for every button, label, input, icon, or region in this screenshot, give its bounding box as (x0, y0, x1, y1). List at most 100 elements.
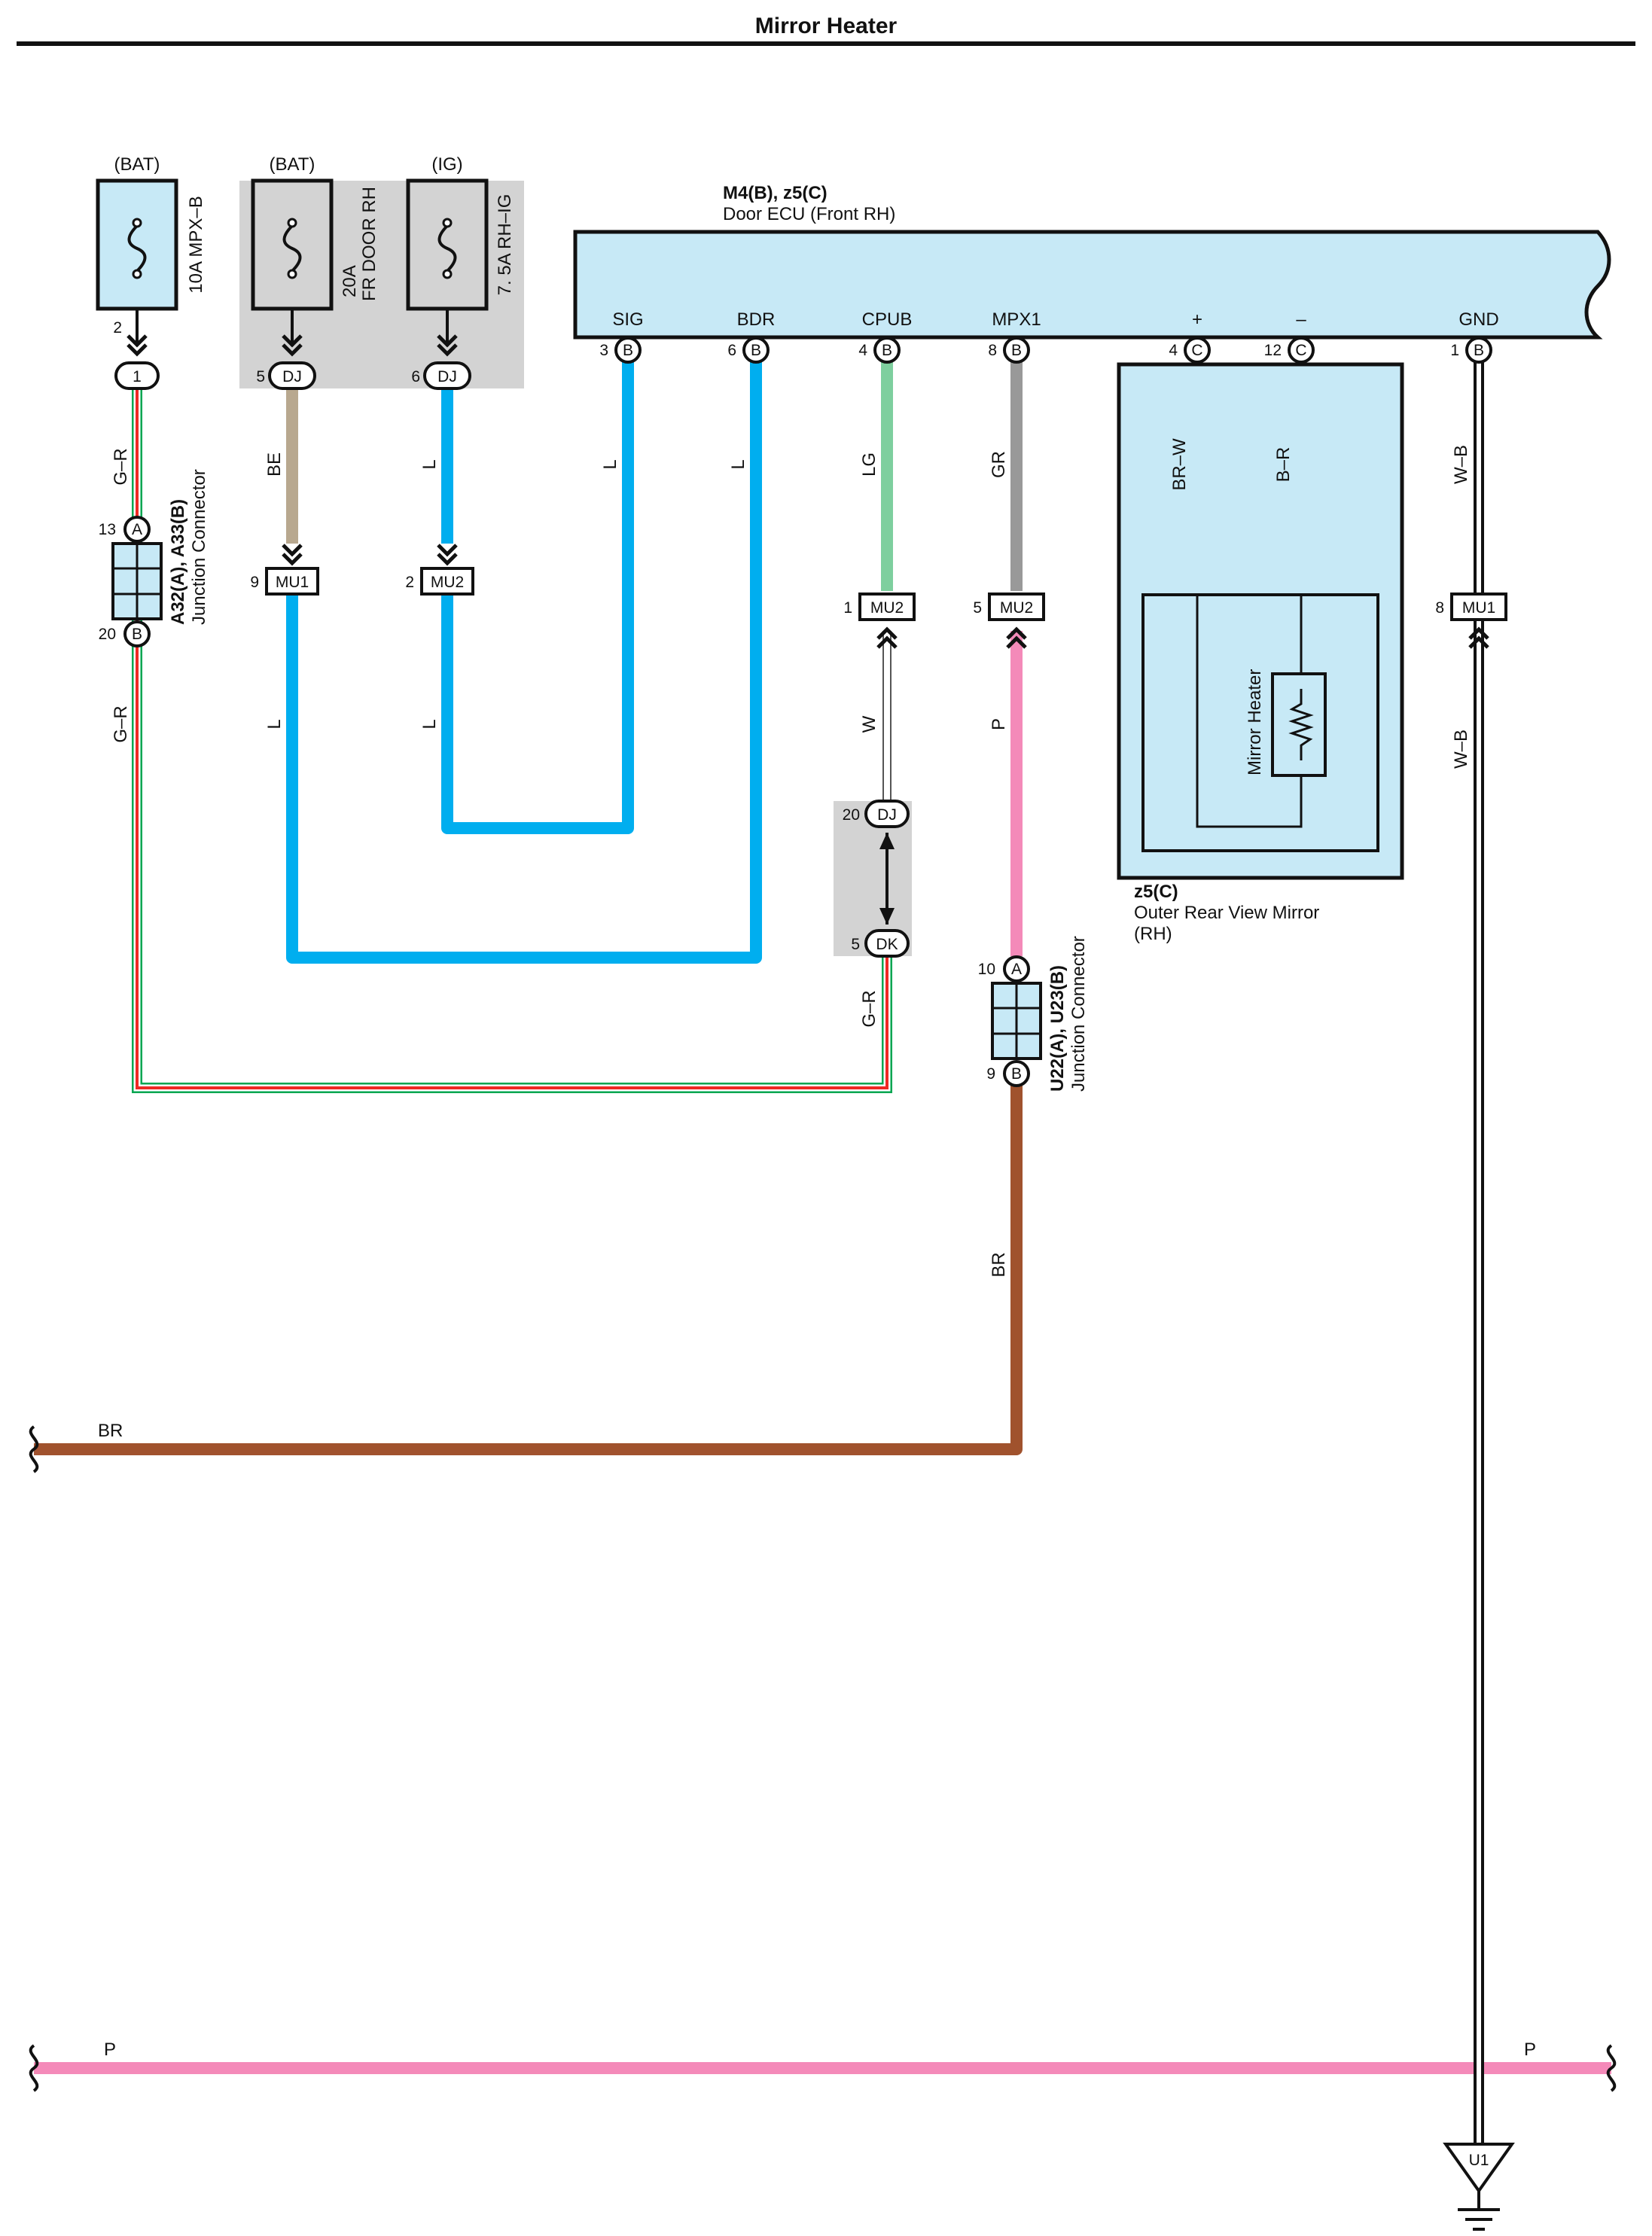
fuse-frdoor-pin: 5 (256, 368, 265, 385)
svg-text:4: 4 (858, 342, 867, 359)
wire-label-lg: LG (859, 452, 879, 477)
ecu-pin-plus: C 4 (1169, 337, 1211, 364)
svg-text:DK: DK (876, 936, 898, 953)
junction-u22: A 10 B 9 (978, 955, 1042, 1087)
svg-text:8: 8 (988, 342, 997, 359)
fuse-frdoor-box (251, 178, 334, 311)
resistor-icon (1288, 689, 1314, 760)
fuse-mpxb-source: (BAT) (114, 154, 160, 175)
mirror-assembly (1117, 362, 1404, 880)
fuse-mpxb-pin: 2 (113, 319, 122, 337)
fuse-mpxb-conn (114, 361, 160, 390)
ecu-terminal-gnd: GND (1458, 309, 1498, 330)
diagram-title: Mirror Heater (755, 14, 898, 38)
svg-text:9: 9 (250, 574, 259, 591)
svg-text:12: 12 (1264, 342, 1282, 359)
fuse-frdoor-conn (268, 361, 316, 390)
svg-text:MU1: MU1 (276, 574, 309, 591)
ecu-terminal-bdr: BDR (737, 309, 776, 330)
ecu-pin-minus: C 12 (1264, 337, 1315, 364)
junction-a32-name: Junction Connector (189, 469, 209, 625)
ecu-pin-gnd: B 1 (1450, 337, 1492, 364)
mirror-side: (RH) (1134, 924, 1172, 944)
wire-label-b-r: B–R (1273, 447, 1294, 483)
dj-dk-arrow-down (879, 908, 895, 925)
fuse-rhig-label: 7. 5A RH–IG (495, 194, 515, 296)
connector-mu2-cpub: MU2 1 (843, 593, 916, 621)
svg-text:20: 20 (843, 806, 860, 824)
fuse-rhig-source: (IG) (431, 154, 462, 175)
fuse-frdoor-source: (BAT) (270, 154, 315, 175)
svg-text:2: 2 (405, 574, 414, 591)
wire-label-l-1: L (419, 459, 440, 469)
ecu-pin-cpub: B 4 (858, 337, 901, 364)
ground-u1 (1443, 2143, 1515, 2231)
ecu-terminal-cpub: CPUB (862, 309, 913, 330)
junction-a32-code: A32(A), A33(B) (168, 499, 188, 625)
svg-text:C: C (1295, 342, 1306, 359)
break-br-left (29, 1425, 39, 1473)
svg-text:6: 6 (727, 342, 736, 359)
ecu-terminal-minus: – (1296, 309, 1306, 330)
ecu-terminal-mpx1: MPX1 (992, 309, 1041, 330)
mirror-heater-label: Mirror Heater (1245, 669, 1265, 775)
svg-text:5: 5 (973, 599, 982, 617)
break-p-left (29, 2044, 39, 2092)
mu1-left-arrow (283, 545, 301, 563)
wire-label-br-horizontal: BR (98, 1421, 123, 1441)
wire-gr (132, 376, 892, 1093)
connector-mu2-mpx: MU2 5 (973, 593, 1045, 621)
fuse-frdoor-label-b: FR DOOR RH (359, 187, 379, 301)
svg-text:C: C (1191, 342, 1202, 359)
wire-label-brw: BR–W (1169, 438, 1190, 491)
svg-text:5: 5 (851, 936, 860, 953)
mirror-code: z5(C) (1134, 882, 1178, 902)
svg-text:B: B (623, 342, 633, 359)
svg-text:10: 10 (978, 961, 995, 978)
svg-text:B: B (1474, 342, 1484, 359)
wire-label-p-right: P (1524, 2040, 1536, 2060)
connector-mu2-left: MU2 2 (405, 567, 474, 596)
wire-label-gr-1: G–R (111, 448, 131, 485)
ecu-terminal-sig: SIG (612, 309, 643, 330)
svg-text:9: 9 (986, 1065, 995, 1083)
heater-element-box (1271, 672, 1327, 777)
junction-u22-code: U22(A), U23(B) (1047, 965, 1068, 1092)
fuse-rhig-conn (423, 361, 471, 390)
ecu-terminal-plus: + (1192, 309, 1202, 330)
svg-text:A: A (132, 521, 142, 538)
ground-u1-label: U1 (1469, 2152, 1489, 2169)
fuse-rhig-pin: 6 (411, 368, 420, 385)
connector-dk5: DK 5 (851, 929, 910, 958)
mirror-name: Outer Rear View Mirror (1134, 903, 1319, 923)
fuse-rhig-conn-name: DJ (437, 368, 457, 385)
svg-text:A: A (1011, 961, 1022, 978)
wire-l-bdr (286, 360, 762, 964)
mu2-left-arrow (438, 545, 456, 563)
svg-text:13: 13 (99, 521, 116, 538)
wire-label-gr-3: G–R (859, 990, 879, 1027)
wire-label-l-4: L (264, 719, 285, 729)
wire-label-be: BE (264, 452, 285, 477)
ecu-pin-mpx1: B 8 (988, 337, 1030, 364)
svg-text:8: 8 (1435, 599, 1444, 617)
wire-label-br-vertical: BR (989, 1252, 1009, 1277)
wire-label-l-2: L (600, 459, 620, 469)
wire-label-l-5: L (419, 719, 440, 729)
svg-text:B: B (1011, 342, 1022, 359)
wire-label-p-1: P (989, 718, 1009, 730)
fuse-frdoor-label-a: 20A (340, 265, 360, 297)
wire-label-wb-1: W–B (1451, 445, 1471, 484)
ecu-code: M4(B), z5(C) (723, 183, 828, 203)
svg-text:MU2: MU2 (870, 599, 904, 617)
svg-text:MU1: MU1 (1462, 599, 1495, 617)
svg-text:1: 1 (843, 599, 852, 617)
svg-text:MU2: MU2 (1000, 599, 1033, 617)
wire-label-gr-2: G–R (111, 705, 131, 742)
fuse-mpxb-box (96, 178, 178, 311)
svg-text:MU2: MU2 (431, 574, 464, 591)
svg-text:4: 4 (1169, 342, 1178, 359)
connector-mu1-left: MU1 9 (250, 567, 319, 596)
svg-text:3: 3 (599, 342, 608, 359)
